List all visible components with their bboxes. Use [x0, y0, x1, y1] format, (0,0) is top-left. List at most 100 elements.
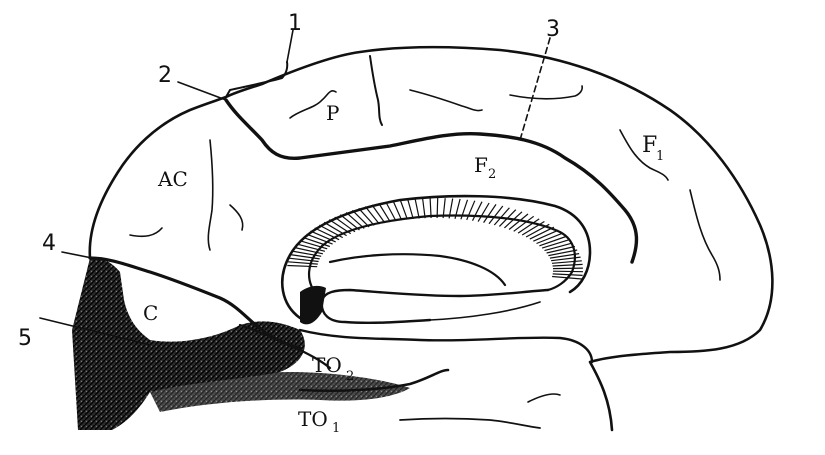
label-number-1: 1	[288, 11, 302, 36]
paracentral-notch	[225, 61, 289, 98]
striation-line	[290, 254, 320, 260]
striation-line	[477, 202, 490, 222]
striation-line	[385, 201, 397, 222]
precuneus-sulcus-b	[129, 227, 163, 238]
striation-line	[508, 213, 529, 230]
striation-line	[302, 236, 330, 248]
striation-line	[493, 207, 510, 226]
precuneus-sulcus-a	[207, 139, 214, 251]
striation-line	[483, 204, 497, 223]
label-number-3: 3	[546, 17, 560, 42]
region-label-f2: F	[474, 153, 488, 177]
striation-line	[529, 226, 555, 240]
striation-line	[429, 197, 432, 219]
striation-line	[296, 243, 326, 252]
striation-line	[319, 224, 343, 239]
striation-line	[414, 198, 420, 219]
leader-5	[39, 317, 151, 346]
striation-line	[358, 207, 375, 226]
striation-line	[436, 197, 439, 219]
splenium-shading	[300, 285, 326, 325]
striation-line	[488, 205, 504, 225]
minor-sulcus-f1b	[509, 85, 583, 100]
striation-line	[551, 256, 581, 262]
striation-line	[399, 199, 408, 220]
corpus-callosum-striations	[287, 197, 584, 280]
marginal-sulcus	[369, 55, 383, 126]
striation-line	[536, 232, 563, 245]
region-label-to2: TO	[312, 353, 342, 377]
striation-line	[546, 245, 576, 254]
label-number-4: 4	[42, 231, 56, 256]
striation-line	[552, 270, 584, 273]
striation-line	[539, 235, 567, 247]
fornix-column	[429, 301, 541, 321]
striation-line	[288, 257, 319, 263]
striation-line	[552, 263, 583, 267]
region-label-ac: AC	[157, 167, 188, 191]
temporal-sulcus-b	[527, 393, 561, 403]
leader-1	[286, 29, 294, 63]
striation-line	[448, 198, 454, 219]
striation-line	[513, 215, 535, 232]
collateral-sulcus	[238, 323, 332, 370]
region-label-to1-subscript: 1	[332, 421, 340, 436]
region-label-f1-subscript: 1	[656, 149, 664, 164]
striation-line	[466, 200, 476, 221]
striation-line	[521, 220, 545, 236]
region-label-p: P	[326, 101, 339, 125]
minor-sulcus-f1a	[409, 89, 483, 112]
striation-line	[310, 230, 336, 243]
striation-line	[306, 233, 333, 245]
striation-line	[549, 253, 580, 259]
striation-line	[551, 260, 582, 264]
striation-line	[378, 203, 391, 223]
striation-line	[552, 267, 583, 270]
striation-line	[323, 221, 347, 237]
striation-line	[287, 261, 318, 265]
region-label-f2-subscript: 2	[488, 167, 496, 182]
striation-line	[334, 216, 356, 233]
striation-line	[339, 214, 360, 231]
temporal-sulcus-a	[399, 417, 541, 429]
striation-line	[442, 198, 446, 219]
fornix	[320, 288, 550, 325]
corpus-callosum-outer	[281, 194, 592, 320]
leader-4	[61, 251, 93, 259]
septum-line	[328, 253, 507, 287]
cingulate-sulcus	[224, 98, 639, 264]
striation-line	[328, 219, 352, 235]
leader-3	[519, 37, 551, 141]
striation-line	[503, 211, 523, 229]
striation-line	[299, 240, 328, 250]
striation-line	[294, 246, 324, 255]
leader-2	[177, 81, 227, 101]
minor-sulcus-f1c	[619, 129, 669, 181]
precuneus-sulcus-c	[229, 204, 244, 231]
lower-temporal-shading	[150, 372, 410, 412]
striation-line	[422, 198, 426, 219]
occipitotemporal-sulcus	[298, 368, 450, 393]
striation-line	[392, 200, 403, 221]
striation-line	[541, 239, 570, 249]
striation-line	[314, 227, 340, 241]
striation-line	[498, 209, 517, 227]
striation-line	[544, 242, 573, 252]
striation-line	[292, 250, 322, 257]
region-label-c: C	[143, 301, 158, 325]
region-label-to1: TO	[298, 407, 328, 431]
striation-line	[552, 273, 583, 276]
striation-line	[471, 201, 483, 221]
striation-line	[345, 211, 365, 229]
striation-line	[364, 206, 380, 225]
striation-line	[548, 249, 578, 257]
striation-line	[525, 223, 550, 238]
striation-line	[533, 229, 559, 242]
region-label-to2-subscript: 2	[346, 369, 354, 384]
striation-line	[517, 218, 540, 234]
minor-sulcus-p	[289, 90, 337, 119]
striation-line	[351, 209, 370, 228]
label-number-2: 2	[158, 63, 172, 88]
